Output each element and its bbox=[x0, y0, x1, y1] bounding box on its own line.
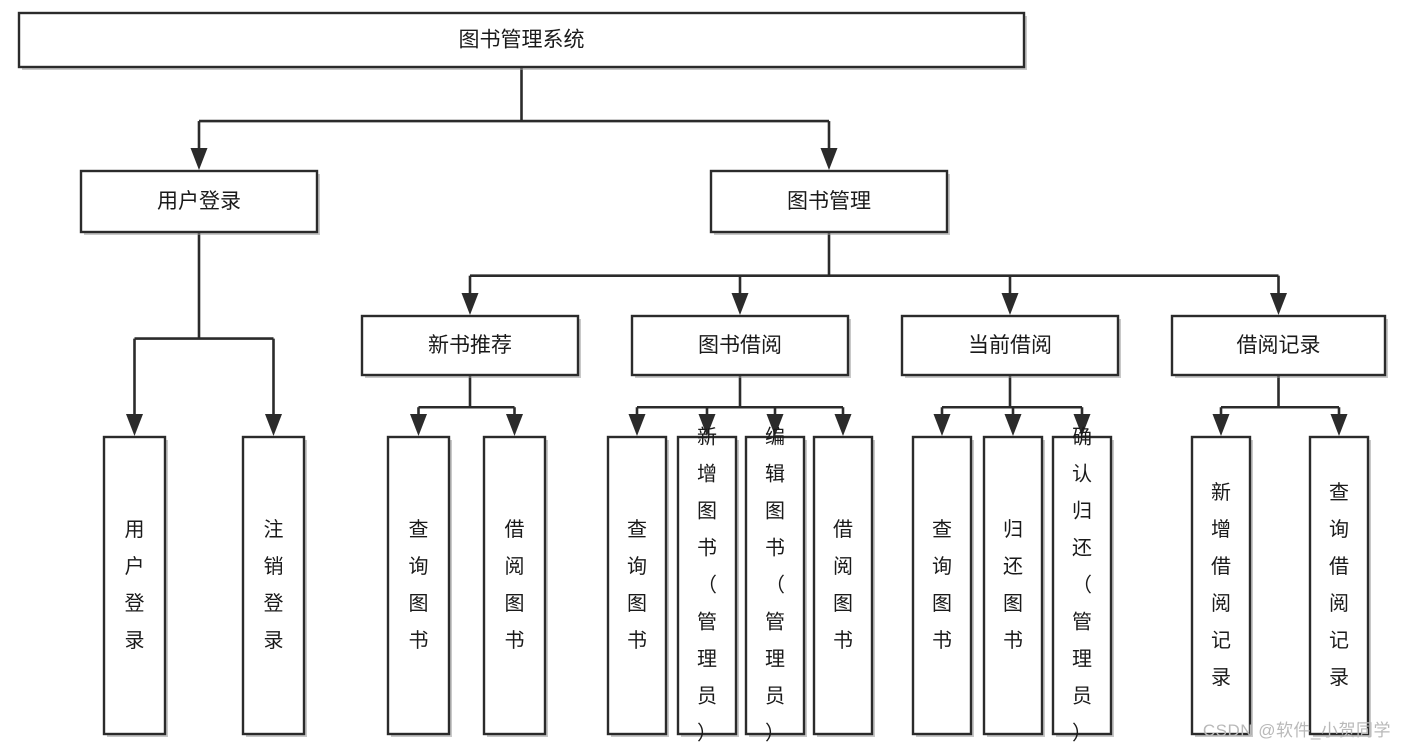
node-label: 确认归还（管理员） bbox=[1072, 426, 1092, 745]
arrow-head-icon bbox=[126, 414, 143, 436]
arrow-head-icon bbox=[1004, 414, 1022, 436]
node-box[interactable] bbox=[1308, 435, 1370, 736]
arrow-head-icon bbox=[190, 148, 208, 170]
arrow-head-icon bbox=[834, 414, 852, 436]
node-leaf-logout[interactable]: 注销登录 bbox=[241, 435, 307, 737]
arrow-head-icon bbox=[933, 414, 951, 436]
arrow-head-icon bbox=[1270, 293, 1287, 315]
edge-group-user-login bbox=[126, 232, 282, 436]
node-current-borrow[interactable]: 当前借阅 bbox=[900, 314, 1121, 378]
node-label: 查询图书 bbox=[409, 518, 429, 652]
node-box[interactable] bbox=[79, 169, 319, 234]
node-leaf-user-login[interactable]: 用户登录 bbox=[102, 435, 168, 737]
node-new-book-recommend[interactable]: 新书推荐 bbox=[360, 314, 581, 378]
node-box[interactable] bbox=[386, 435, 451, 736]
edge-group-book-manage bbox=[461, 232, 1287, 315]
arrow-head-icon bbox=[731, 293, 749, 315]
arrow-head-icon bbox=[506, 414, 523, 436]
arrow-head-icon bbox=[410, 414, 427, 436]
arrow-head-icon bbox=[461, 293, 479, 315]
node-label: 用户登录 bbox=[125, 519, 145, 652]
node-box[interactable] bbox=[360, 314, 580, 377]
arrow-head-icon bbox=[1073, 414, 1091, 436]
node-borrow-record[interactable]: 借阅记录 bbox=[1170, 314, 1388, 378]
connector-layer bbox=[126, 67, 1348, 436]
node-label: 借阅记录 bbox=[1237, 334, 1321, 357]
node-box[interactable] bbox=[676, 435, 738, 736]
node-box[interactable] bbox=[1051, 435, 1113, 736]
node-box[interactable] bbox=[102, 435, 167, 736]
node-label: 新增借阅记录 bbox=[1211, 481, 1231, 689]
node-box[interactable] bbox=[911, 435, 973, 736]
node-leaf-borrow-book-1[interactable]: 借阅图书 bbox=[482, 435, 548, 737]
arrow-head-icon bbox=[766, 414, 784, 436]
node-label: 借阅图书 bbox=[833, 518, 853, 652]
node-box[interactable] bbox=[606, 435, 668, 736]
node-box[interactable] bbox=[900, 314, 1120, 377]
node-leaf-borrow-book-2[interactable]: 借阅图书 bbox=[812, 435, 875, 737]
node-layer: 图书管理系统用户登录图书管理新书推荐图书借阅当前借阅借阅记录用户登录注销登录查询… bbox=[17, 11, 1388, 745]
arrow-head-icon bbox=[1001, 293, 1019, 315]
node-user-login[interactable]: 用户登录 bbox=[79, 169, 320, 235]
arrow-head-icon bbox=[820, 148, 838, 170]
node-label: 图书管理 bbox=[787, 190, 871, 213]
node-leaf-edit-book[interactable]: 编辑图书（管理员） bbox=[744, 426, 807, 745]
arrow-head-icon bbox=[1330, 414, 1348, 436]
node-box[interactable] bbox=[982, 435, 1044, 736]
node-box[interactable] bbox=[1170, 314, 1387, 377]
csdn-watermark: CSDN @软件_小贺同学 bbox=[1202, 721, 1391, 740]
node-book-borrow[interactable]: 图书借阅 bbox=[630, 314, 851, 378]
node-label: 编辑图书（管理员） bbox=[765, 426, 785, 745]
node-leaf-query-book-2[interactable]: 查询图书 bbox=[606, 435, 669, 737]
node-box[interactable] bbox=[744, 435, 806, 736]
node-leaf-return-book[interactable]: 归还图书 bbox=[982, 435, 1045, 737]
node-box[interactable] bbox=[482, 435, 547, 736]
node-label: 注销登录 bbox=[264, 518, 284, 652]
node-leaf-add-record[interactable]: 新增借阅记录 bbox=[1190, 435, 1253, 737]
node-leaf-query-book-3[interactable]: 查询图书 bbox=[911, 435, 974, 737]
node-label: 用户登录 bbox=[157, 190, 241, 213]
node-label: 查询借阅记录 bbox=[1329, 481, 1349, 689]
node-label: 当前借阅 bbox=[968, 334, 1052, 357]
edge-group-root bbox=[190, 67, 838, 170]
edge-group-borrow-record bbox=[1212, 375, 1348, 436]
arrow-head-icon bbox=[698, 414, 716, 436]
node-box[interactable] bbox=[630, 314, 850, 377]
node-label: 新书推荐 bbox=[428, 334, 512, 357]
node-label: 查询图书 bbox=[627, 518, 647, 652]
node-root[interactable]: 图书管理系统 bbox=[17, 11, 1027, 70]
node-label: 归还图书 bbox=[1003, 518, 1023, 652]
node-label: 借阅图书 bbox=[505, 518, 525, 652]
arrow-head-icon bbox=[265, 414, 282, 436]
node-book-manage[interactable]: 图书管理 bbox=[709, 169, 950, 235]
node-leaf-add-book[interactable]: 新增图书（管理员） bbox=[676, 426, 739, 745]
arrow-head-icon bbox=[1212, 414, 1230, 436]
node-leaf-query-record[interactable]: 查询借阅记录 bbox=[1308, 435, 1371, 737]
node-label: 图书借阅 bbox=[698, 334, 782, 357]
node-label: 查询图书 bbox=[932, 518, 952, 652]
node-box[interactable] bbox=[241, 435, 306, 736]
node-box[interactable] bbox=[17, 11, 1026, 69]
edge-group-new-book-recommend bbox=[410, 375, 523, 436]
node-label: 新增图书（管理员） bbox=[697, 426, 717, 745]
node-box[interactable] bbox=[812, 435, 874, 736]
node-leaf-confirm-return[interactable]: 确认归还（管理员） bbox=[1051, 426, 1114, 745]
node-box[interactable] bbox=[1190, 435, 1252, 736]
node-box[interactable] bbox=[709, 169, 949, 234]
edge-group-current-borrow bbox=[933, 375, 1091, 436]
edge-group-book-borrow bbox=[628, 375, 852, 436]
arrow-head-icon bbox=[628, 414, 646, 436]
node-label: 图书管理系统 bbox=[459, 29, 585, 52]
node-leaf-query-book-1[interactable]: 查询图书 bbox=[386, 435, 452, 737]
